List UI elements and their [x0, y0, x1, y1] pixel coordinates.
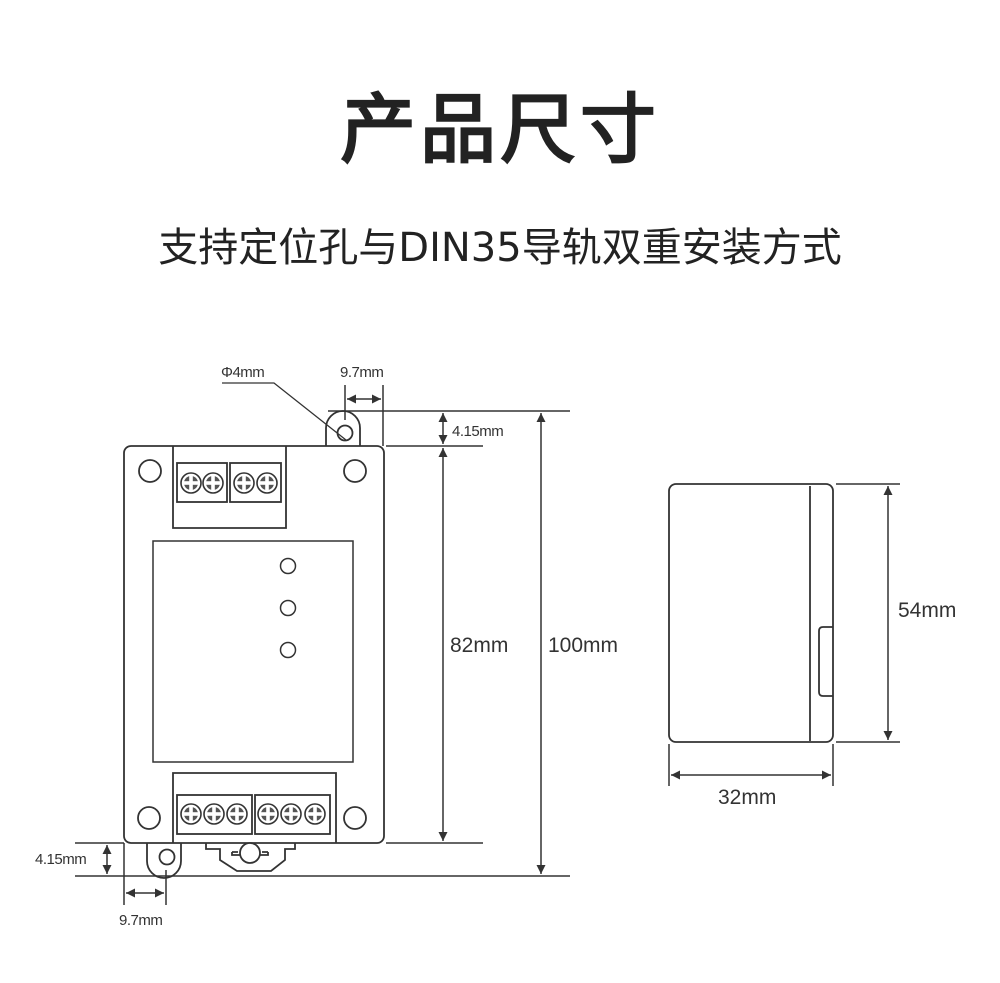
bottom-terminal-housing: [172, 772, 337, 843]
top-terminal-housing: [172, 446, 287, 529]
bottom-tab-height-label: 4.15mm: [35, 851, 87, 868]
terminal-screws: [180, 472, 326, 825]
body-height-label: 82mm: [450, 634, 509, 657]
front-dimensions: [75, 382, 570, 905]
bottom-tab-width-label: 9.7mm: [119, 912, 163, 929]
side-body: [668, 483, 834, 743]
side-height-label: 54mm: [898, 599, 957, 622]
bottom-mount-hole-icon: [158, 848, 176, 866]
terminal-block: [254, 794, 331, 835]
terminal-block: [229, 462, 282, 503]
page-subtitle: 支持定位孔与DIN35导轨双重安装方式: [158, 225, 842, 271]
side-dimensions: [668, 483, 900, 786]
corner-hole-icon: [138, 459, 162, 483]
top-tab-height-label: 4.15mm: [452, 423, 504, 440]
bottom-mounting-tab: [146, 843, 182, 879]
front-view: [123, 410, 385, 879]
module-body: [123, 445, 385, 844]
side-width-label: 32mm: [718, 786, 777, 809]
corner-hole-icon: [137, 806, 161, 830]
indicator-led-icon: [279, 641, 297, 659]
corner-hole-icon: [343, 459, 367, 483]
corner-hole-icon: [343, 806, 367, 830]
terminal-block: [176, 462, 228, 503]
page-title: 产品尺寸: [340, 85, 660, 174]
terminal-block: [176, 794, 253, 835]
top-mount-hole-icon: [336, 424, 354, 442]
indicator-led-icon: [279, 599, 297, 617]
label-panel: [152, 540, 354, 763]
hole-diameter-label: Φ4mm: [221, 364, 265, 381]
total-height-label: 100mm: [548, 634, 619, 657]
indicator-led-icon: [279, 557, 297, 575]
side-view: [668, 483, 834, 743]
top-tab-width-label: 9.7mm: [340, 364, 384, 381]
side-latch: [818, 626, 833, 697]
din-rail-clip: [205, 843, 296, 872]
